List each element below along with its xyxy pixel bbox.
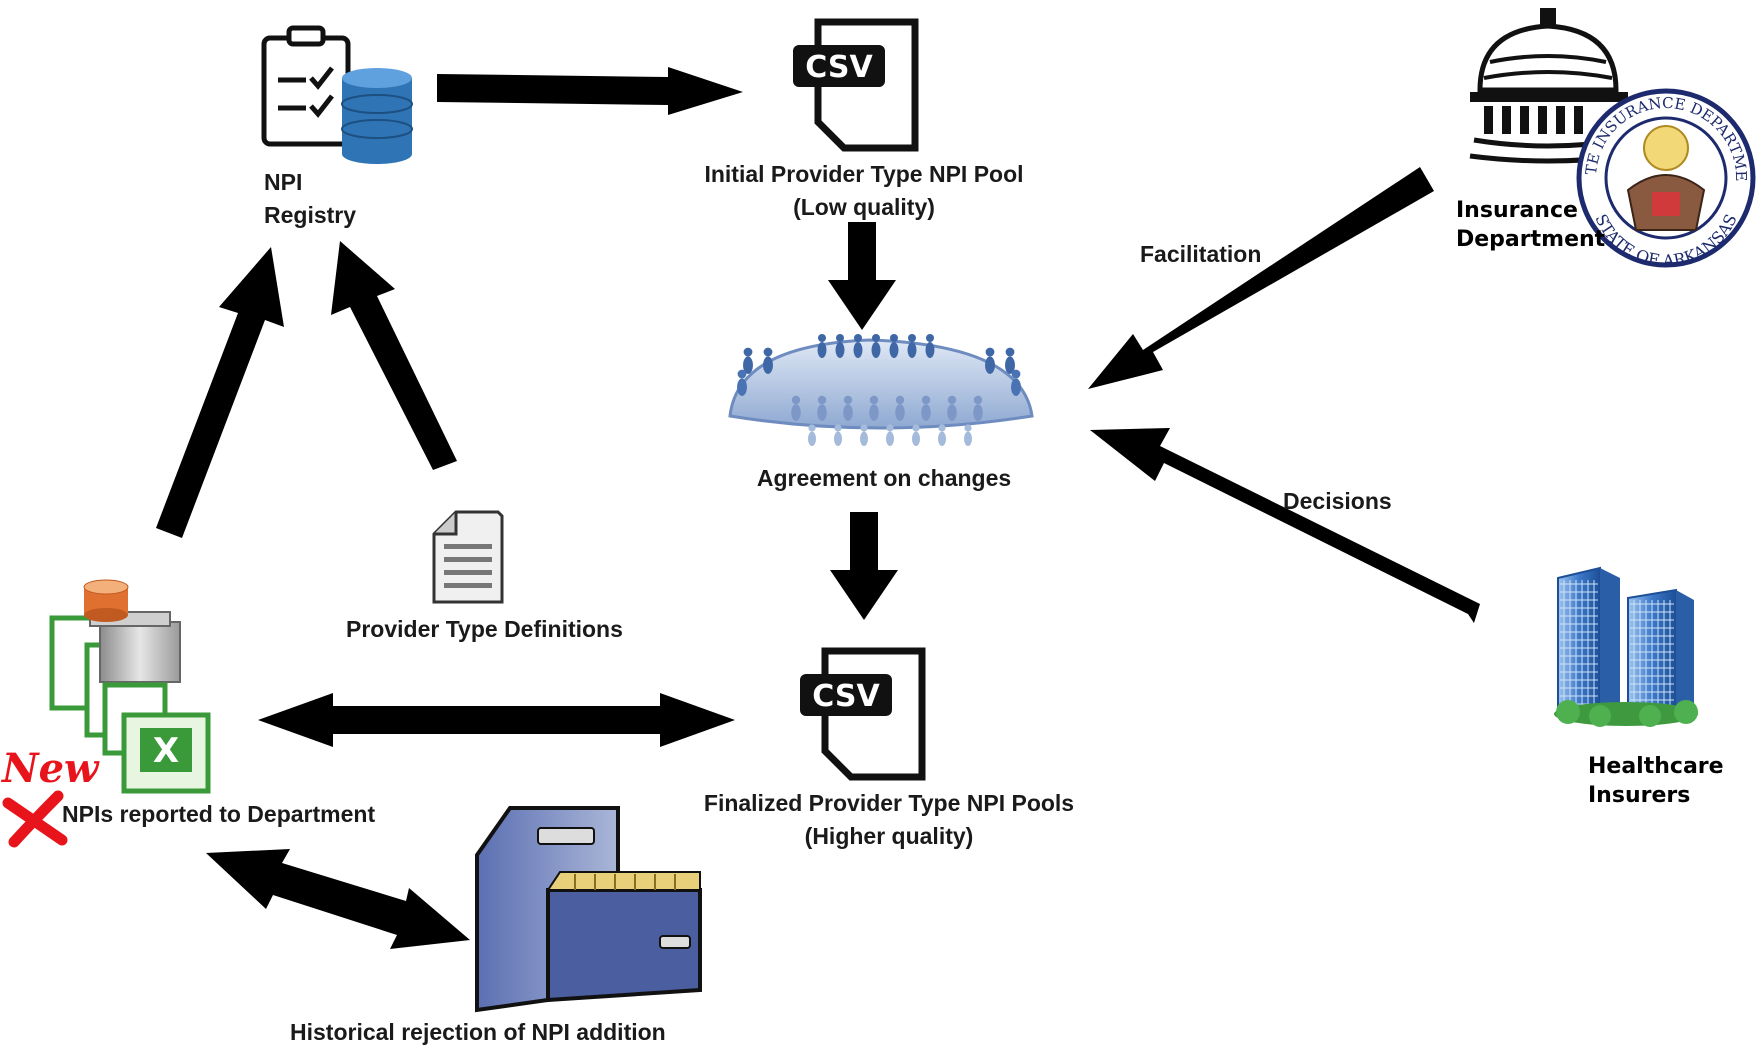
- csv-file-icon-initial: CSV: [793, 18, 919, 152]
- npi-registry-label: NPI Registry: [264, 166, 356, 232]
- agreement-label: Agreement on changes: [756, 465, 1012, 491]
- insurers-line2: Insurers: [1588, 783, 1691, 808]
- finalized-pool-label: Finalized Provider Type NPI Pools (Highe…: [664, 787, 1114, 853]
- healthcare-insurers-label: Healthcare Insurers: [1588, 752, 1724, 810]
- arrow-down: [830, 512, 898, 620]
- initial-pool-label: Initial Provider Type NPI Pool (Low qual…: [664, 158, 1064, 224]
- historical-rejection-label: Historical rejection of NPI addition: [290, 1019, 666, 1045]
- edge-reported-to-registry: [156, 247, 284, 538]
- insurance-line1: Insurance: [1456, 198, 1578, 223]
- npi-registry-line1: NPI: [264, 169, 303, 195]
- server-spreadsheets-icon: X: [49, 579, 211, 794]
- arrow-right: [437, 67, 743, 115]
- reported-npis-label: NPIs reported to Department: [62, 801, 376, 827]
- csv-label-initial: CSV: [805, 50, 873, 85]
- edge-label-decisions: Decisions: [1283, 488, 1392, 514]
- insurers-line1: Healthcare: [1588, 754, 1724, 779]
- initial-pool-line2: (Low quality): [793, 194, 935, 220]
- finalized-pool-line2: (Higher quality): [804, 823, 974, 849]
- csv-label-finalized: CSV: [812, 679, 880, 714]
- edge-insurance-to-agreement: [1088, 167, 1434, 389]
- office-buildings-icon: [1554, 566, 1698, 727]
- finalized-pool-line1: Finalized Provider Type NPI Pools: [703, 790, 1075, 816]
- edge-definitions-to-registry: [331, 241, 457, 470]
- red-x-mark: [2, 790, 68, 848]
- npi-registry-line2: Registry: [264, 202, 357, 228]
- arrow-decisions: [1090, 428, 1480, 623]
- insurance-line2: Department: [1456, 227, 1606, 252]
- edge-agreement-to-finalized-pool: [830, 512, 898, 620]
- arrow-up-left: [156, 247, 284, 538]
- edge-reported-historical-bidirectional: [206, 849, 470, 949]
- arrow-double-diagonal: [206, 849, 470, 949]
- edge-reported-finalized-bidirectional: [258, 693, 735, 747]
- arrow-facilitation: [1088, 167, 1434, 389]
- initial-pool-line1: Initial Provider Type NPI Pool: [704, 161, 1024, 187]
- file-cabinet-icon: [475, 806, 702, 1013]
- edge-registry-to-initial-pool: [437, 67, 743, 115]
- provider-definitions-label: Provider Type Definitions: [346, 616, 623, 642]
- arrow-down: [828, 222, 896, 330]
- arrow-up-right: [331, 241, 457, 470]
- meeting-crowd-icon: [728, 334, 1034, 446]
- edge-initial-pool-to-agreement: [828, 222, 896, 330]
- excel-x-glyph: X: [153, 731, 179, 771]
- document-icon: [432, 510, 504, 604]
- arrow-double-horizontal: [258, 693, 735, 747]
- csv-file-icon-finalized: CSV: [800, 647, 926, 781]
- edge-insurers-to-agreement: [1090, 428, 1480, 623]
- checklist-database-icon: [261, 25, 413, 164]
- insurance-department-label: Insurance Department: [1456, 196, 1605, 254]
- new-tag: New: [2, 745, 99, 792]
- edge-label-facilitation: Facilitation: [1140, 241, 1261, 267]
